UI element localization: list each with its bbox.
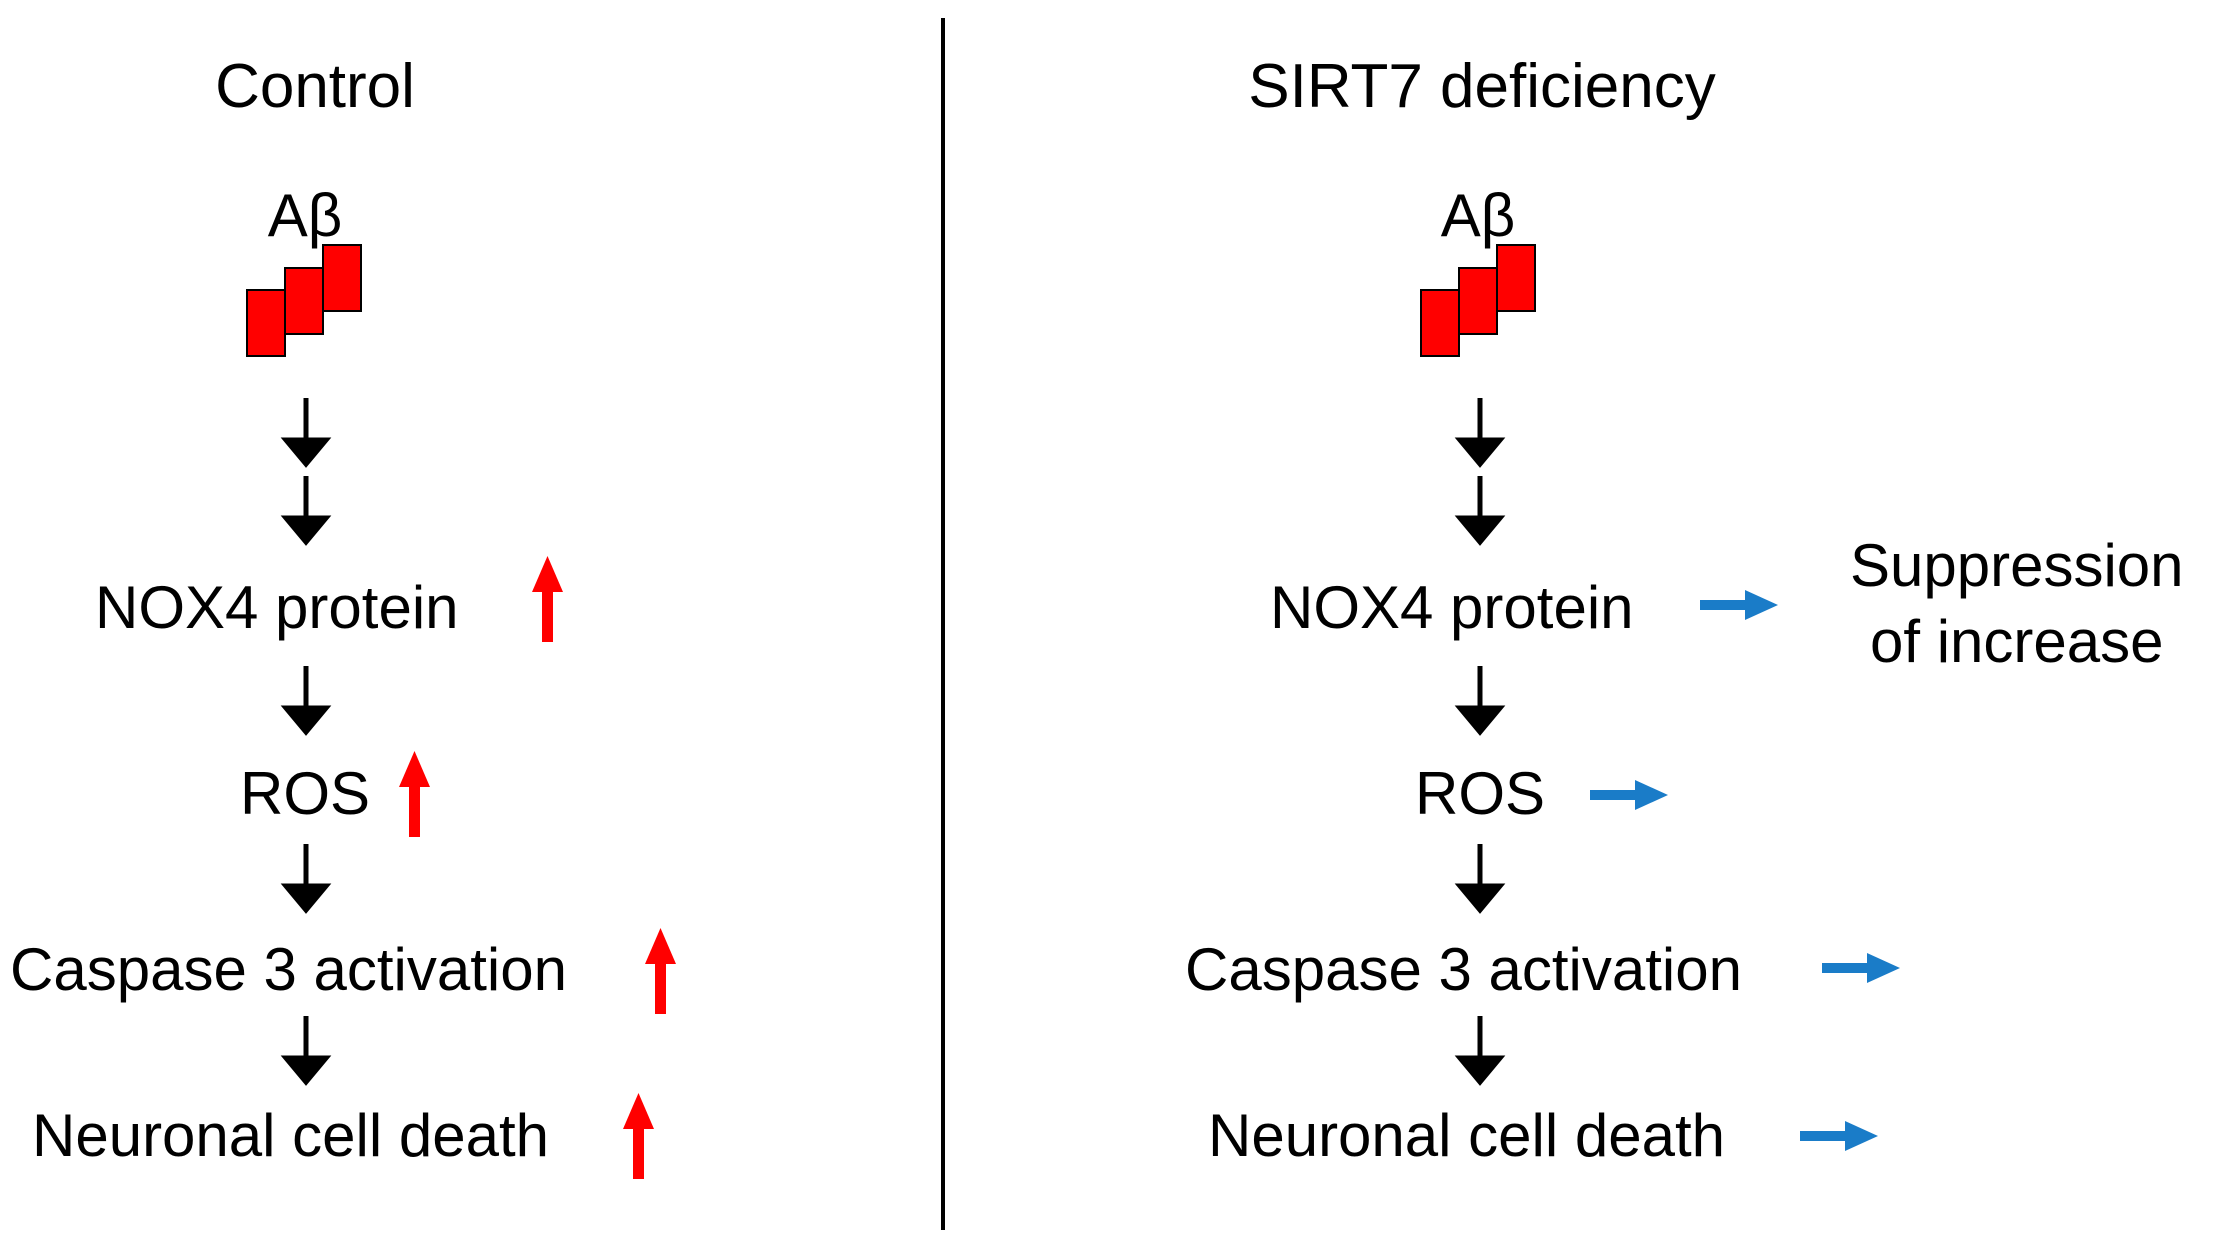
down-arrow-icon <box>1454 398 1506 468</box>
right-arrow-icon <box>1590 780 1668 810</box>
flow-arrows <box>1454 398 1506 1086</box>
sirt7-step-caspase3: Caspase 3 activation <box>1185 936 1742 1003</box>
down-arrow-icon <box>1454 476 1506 546</box>
down-arrow-icon <box>280 844 332 914</box>
suppression-note-line1: Suppression <box>1850 532 2184 599</box>
sirt7-title: SIRT7 deficiency <box>1248 52 1716 121</box>
up-arrow-icon <box>399 751 430 837</box>
suppression-note-line2: of increase <box>1870 608 2164 675</box>
right-arrow-icon <box>1822 953 1900 983</box>
down-arrow-icon <box>1454 844 1506 914</box>
abeta-aggregate-icon <box>246 244 362 357</box>
control-step-nox4: NOX4 protein <box>95 574 459 641</box>
up-arrow-icon <box>532 556 563 642</box>
control-step-ros: ROS <box>240 760 371 827</box>
down-arrow-icon <box>280 1016 332 1086</box>
down-arrow-icon <box>1454 666 1506 736</box>
down-arrow-icon <box>280 666 332 736</box>
right-arrow-icon <box>1800 1121 1878 1151</box>
control-title: Control <box>215 52 415 121</box>
abeta-aggregate-icon <box>1420 244 1536 357</box>
sirt7-step-ros: ROS <box>1415 760 1546 827</box>
control-step-caspase3: Caspase 3 activation <box>10 936 567 1003</box>
sirt7-abeta-label: Aβ <box>1440 182 1516 249</box>
control-abeta-label: Aβ <box>267 182 343 249</box>
sirt7-step-nox4: NOX4 protein <box>1270 574 1634 641</box>
sirt7-step-neuronal-death: Neuronal cell death <box>1208 1102 1726 1169</box>
down-arrow-icon <box>280 398 332 468</box>
up-arrow-icon <box>623 1093 654 1179</box>
right-arrow-icon <box>1700 590 1778 620</box>
down-arrow-icon <box>1454 1016 1506 1086</box>
suppression-note: Suppression of increase <box>1850 528 2184 680</box>
flow-arrows <box>280 398 332 1086</box>
down-arrow-icon <box>280 476 332 546</box>
up-arrow-icon <box>645 928 676 1014</box>
control-step-neuronal-death: Neuronal cell death <box>32 1102 550 1169</box>
